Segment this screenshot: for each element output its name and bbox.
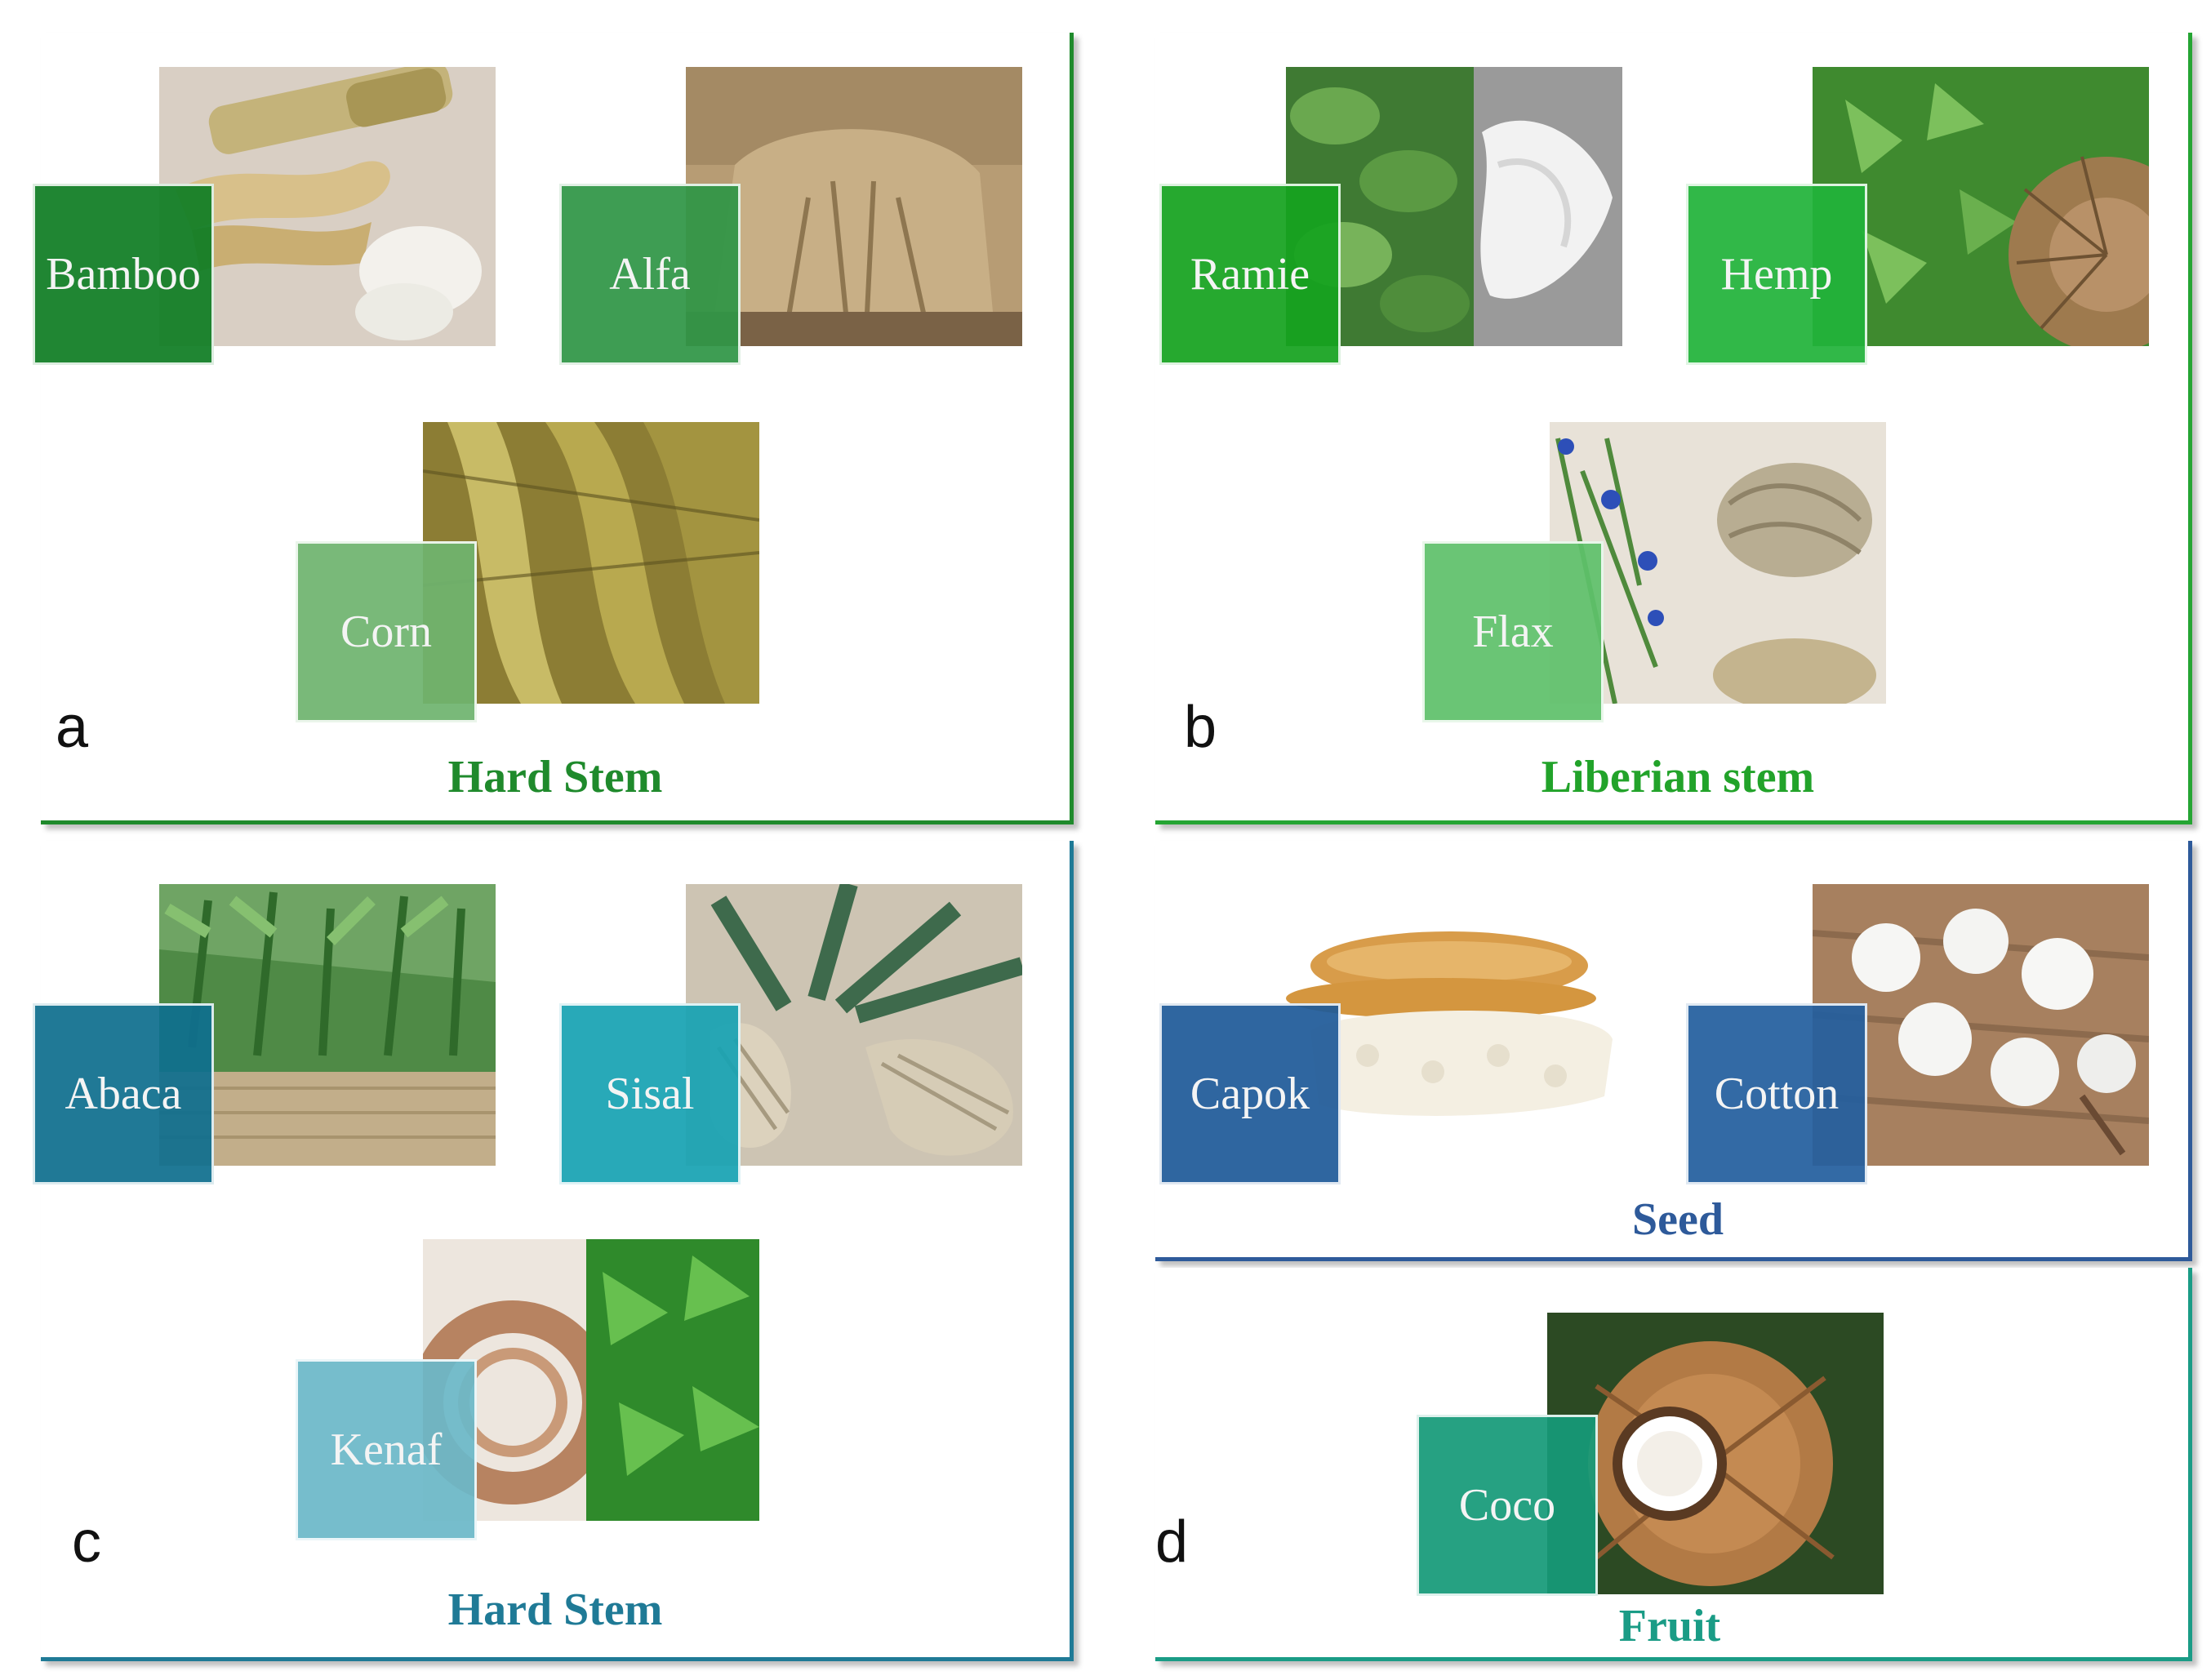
panel-a-caption: Hard Stem [447, 752, 663, 802]
sisal-tile: Sisal [559, 1003, 741, 1184]
flax-photo [1550, 422, 1886, 704]
panel-d-caption: Fruit [1618, 1601, 1721, 1651]
coco-tile: Coco [1417, 1415, 1598, 1596]
cotton-photo [1813, 884, 2149, 1166]
bamboo-label: Bamboo [46, 249, 201, 300]
coco-photo [1547, 1313, 1884, 1594]
alfa-photo [686, 67, 1022, 346]
flax-tile: Flax [1422, 541, 1604, 722]
panel-d-letter: d [1155, 1509, 1189, 1575]
bamboo-tile: Bamboo [33, 184, 214, 365]
alfa-tile: Alfa [559, 184, 741, 365]
bamboo-photo [159, 67, 496, 346]
panel-c-letter: c [72, 1509, 101, 1575]
ramie-tile: Ramie [1159, 184, 1341, 365]
panel-b-caption: Liberian stem [1541, 752, 1815, 802]
panel-b-letter: b [1184, 695, 1217, 760]
kenaf-tile: Kenaf [296, 1359, 477, 1540]
abaca-photo [159, 884, 496, 1166]
capok-photo [1286, 884, 1622, 1129]
panel-seed-caption: Seed [1632, 1194, 1724, 1245]
flax-label: Flax [1472, 607, 1554, 657]
kenaf-label: Kenaf [330, 1424, 443, 1475]
abaca-label: Abaca [65, 1069, 182, 1119]
capok-tile: Capok [1159, 1003, 1341, 1184]
corn-photo [423, 422, 759, 704]
cotton-tile: Cotton [1686, 1003, 1867, 1184]
sisal-photo [686, 884, 1022, 1166]
corn-tile: Corn [296, 541, 477, 722]
hemp-photo [1813, 67, 2149, 346]
capok-label: Capok [1190, 1069, 1310, 1119]
coco-label: Coco [1458, 1480, 1556, 1531]
abaca-tile: Abaca [33, 1003, 214, 1184]
hemp-tile: Hemp [1686, 184, 1867, 365]
corn-label: Corn [340, 607, 432, 657]
sisal-label: Sisal [605, 1069, 695, 1119]
panel-c-caption: Hard Stem [447, 1584, 663, 1635]
panel-a-letter: a [56, 695, 89, 760]
ramie-label: Ramie [1190, 249, 1310, 300]
alfa-label: Alfa [609, 249, 691, 300]
hemp-label: Hemp [1720, 249, 1833, 300]
cotton-label: Cotton [1714, 1069, 1840, 1119]
